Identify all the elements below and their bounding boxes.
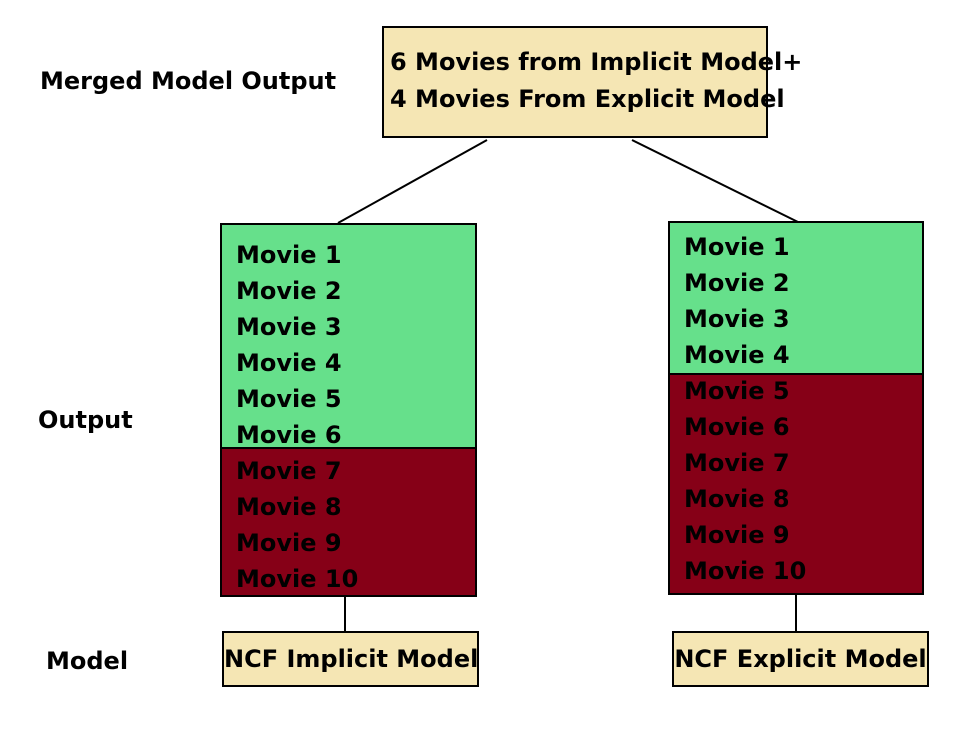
list-item: Movie 8 [236, 493, 342, 521]
list-item: Movie 7 [236, 457, 342, 485]
merge-line-left [337, 139, 488, 224]
list-item: Movie 10 [236, 565, 359, 593]
implicit-unselected-segment [222, 447, 475, 595]
merged-output-box: 6 Movies from Implicit Model+ 4 Movies F… [382, 26, 803, 138]
implicit-output-list: Movie 1 Movie 2 Movie 3 Movie 4 Movie 5 … [220, 223, 477, 597]
list-item: Movie 6 [236, 421, 342, 449]
list-item: Movie 2 [236, 277, 342, 305]
output-label: Output [38, 406, 133, 434]
list-item: Movie 9 [684, 521, 790, 549]
model-label: Model [46, 647, 129, 675]
list-item: Movie 1 [684, 233, 790, 261]
explicit-unselected-segment [670, 373, 922, 593]
list-item: Movie 3 [684, 305, 790, 333]
list-item: Movie 5 [684, 377, 790, 405]
explicit-selected-segment [670, 223, 922, 373]
merge-line-right [631, 139, 799, 223]
list-item: Movie 3 [236, 313, 342, 341]
merged-line-1: 6 Movies from Implicit Model+ [390, 48, 803, 76]
implicit-selected-segment [222, 225, 475, 447]
list-item: Movie 2 [684, 269, 790, 297]
list-item: Movie 6 [684, 413, 790, 441]
list-item: Movie 8 [684, 485, 790, 513]
explicit-output-list: Movie 1 Movie 2 Movie 3 Movie 4 Movie 5 … [668, 221, 924, 595]
list-item: Movie 9 [236, 529, 342, 557]
merged-output-label: Merged Model Output [40, 67, 337, 95]
list-item: Movie 1 [236, 241, 342, 269]
ncf-implicit-model-box: NCF Implicit Model [222, 631, 479, 687]
list-item: Movie 10 [684, 557, 807, 585]
list-item: Movie 7 [684, 449, 790, 477]
merged-line-2: 4 Movies From Explicit Model [390, 85, 785, 113]
ncf-explicit-model-box: NCF Explicit Model [672, 631, 929, 687]
list-item: Movie 4 [236, 349, 342, 377]
list-item: Movie 4 [684, 341, 790, 369]
list-item: Movie 5 [236, 385, 342, 413]
